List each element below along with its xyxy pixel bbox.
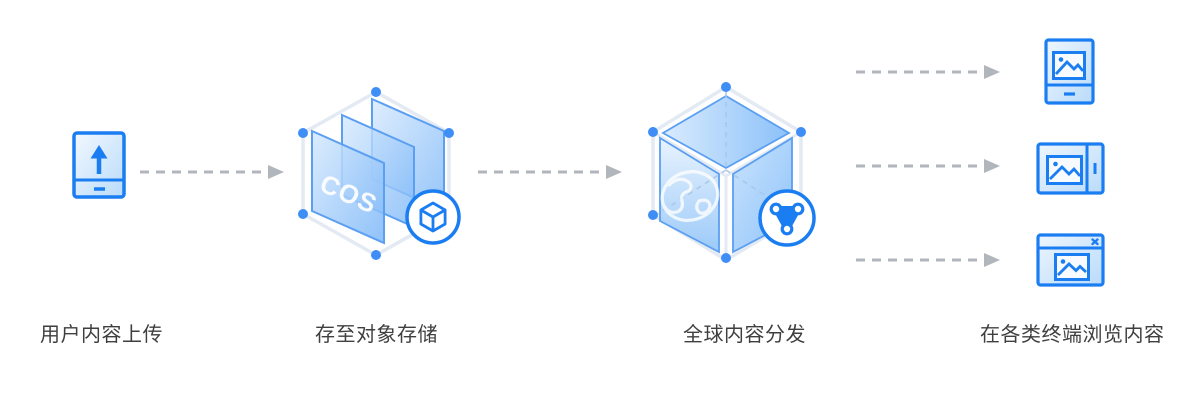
phone-upload-icon	[72, 131, 126, 199]
upload-arrow-icon	[90, 145, 108, 174]
image-glyph	[1052, 51, 1086, 80]
image-glyph	[1054, 253, 1090, 281]
browser-window-image-icon	[1036, 233, 1105, 287]
close-icon	[1091, 238, 1099, 246]
cos-storage-hexagon-icon: COS	[298, 87, 461, 260]
step-label-terminals: 在各类终端浏览内容	[980, 324, 1165, 346]
flow-arrow	[856, 159, 1000, 173]
hidden-edges	[657, 92, 795, 215]
step-label-cdn: 全球内容分发	[683, 324, 806, 346]
flow-arrow	[856, 65, 1000, 79]
network-badge-icon	[758, 189, 816, 247]
globe-cube-icon	[648, 82, 816, 263]
globe-icon	[660, 170, 720, 222]
step-label-upload: 用户内容上传	[40, 324, 163, 346]
cube-badge-icon	[405, 189, 461, 245]
flow-arrow	[478, 165, 622, 179]
tablet-image-icon	[1036, 142, 1105, 195]
image-glyph	[1046, 155, 1083, 185]
flow-arrow	[856, 253, 1000, 267]
phone-image-icon	[1044, 38, 1095, 105]
step-label-storage: 存至对象存储	[315, 324, 438, 346]
flow-arrow	[140, 165, 284, 179]
